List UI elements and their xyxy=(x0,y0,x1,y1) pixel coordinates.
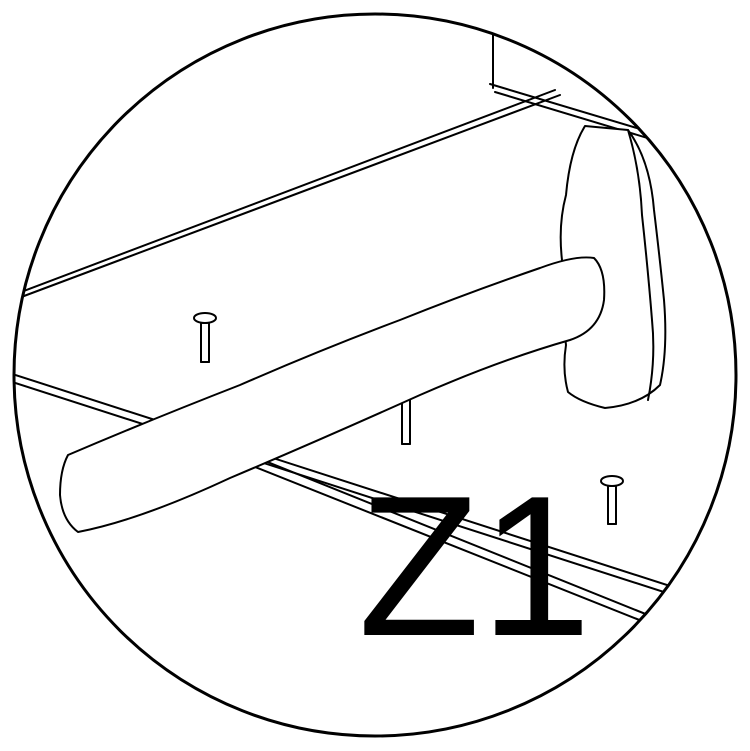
nail-center xyxy=(402,400,410,444)
step-label: Z1 xyxy=(358,455,591,678)
nail-left xyxy=(194,313,216,362)
nail-right xyxy=(601,476,623,524)
